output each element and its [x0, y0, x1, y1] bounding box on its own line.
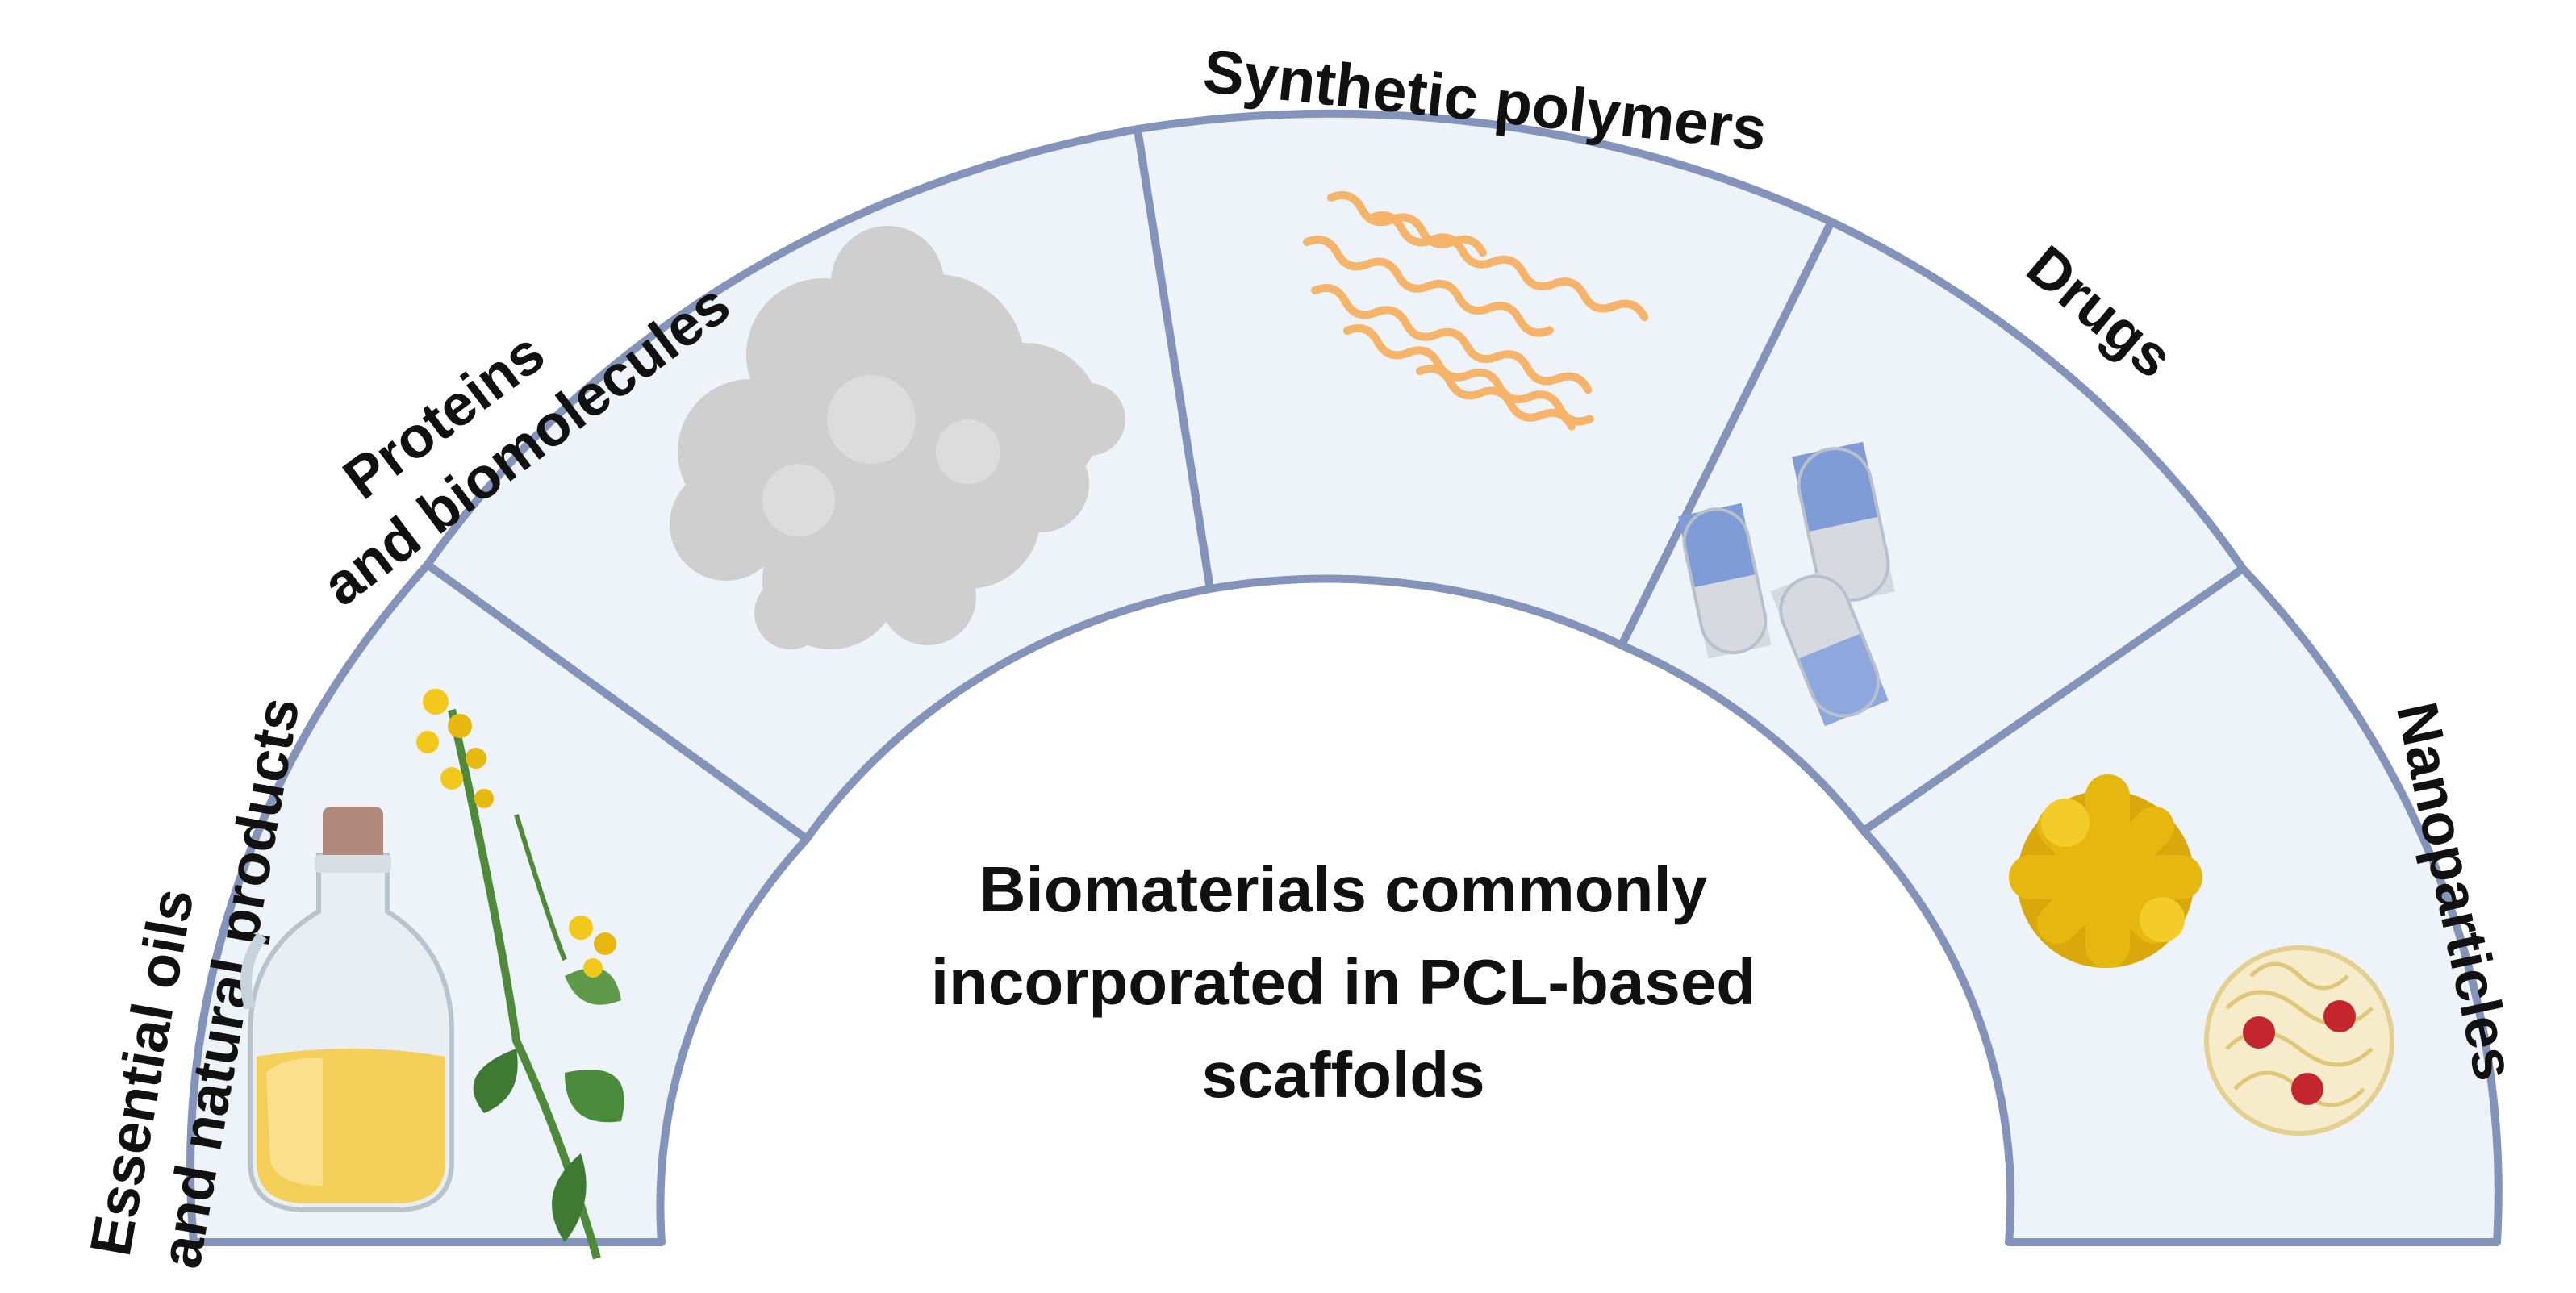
- polymer-nanoparticle-icon: [2204, 945, 2394, 1136]
- oil-bottle-icon: [240, 807, 454, 1212]
- wavy-polymer-chains-icon: [1303, 191, 1649, 431]
- protein-cloud-icon: [670, 226, 1125, 649]
- center-title: Biomaterials commonly incorporated in PC…: [931, 853, 1756, 1111]
- center-title-line-1: Biomaterials commonly: [979, 853, 1708, 925]
- center-title-line-2: incorporated in PCL-based: [931, 946, 1756, 1018]
- center-title-line-3: scaffolds: [1201, 1039, 1484, 1111]
- capsules-icon: [1678, 441, 1895, 727]
- segment-synthetic-polymers: [1134, 109, 1835, 649]
- gold-dendritic-nanoparticle-icon: [2009, 774, 2202, 968]
- segment-drugs: [1618, 218, 2247, 835]
- rapeseed-flower-icon: [416, 689, 624, 1260]
